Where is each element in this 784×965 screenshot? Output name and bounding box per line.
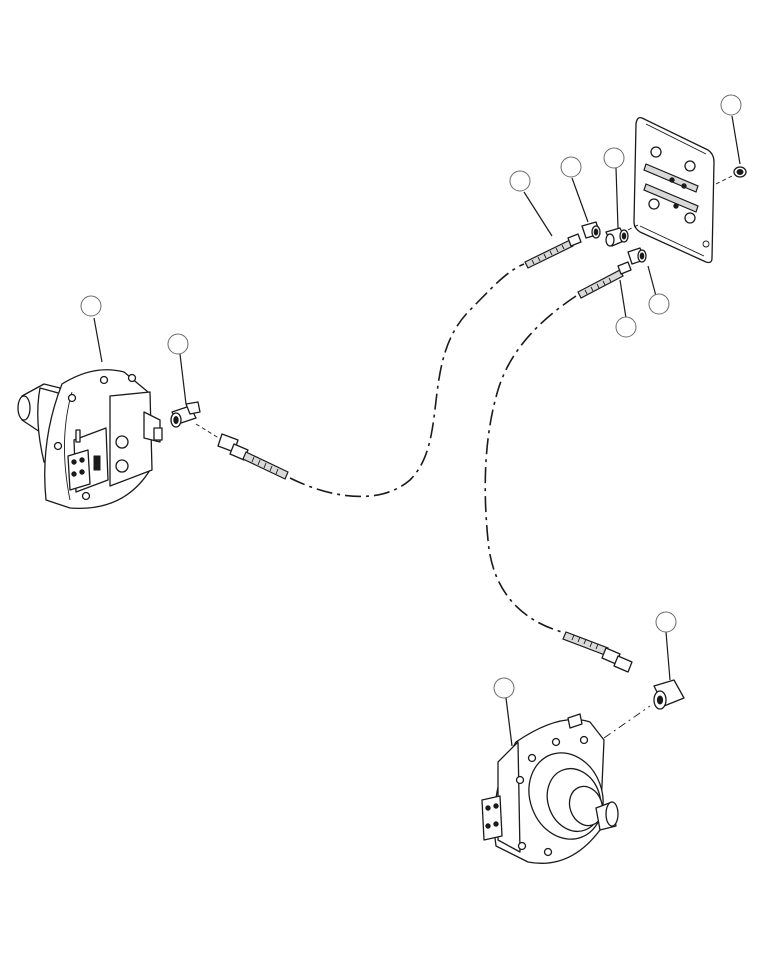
elbow-fitting-upper <box>581 221 601 239</box>
tee-fitting <box>605 227 629 247</box>
motor-right <box>481 713 619 864</box>
callout-2 <box>167 333 189 355</box>
callout-3 <box>509 170 531 192</box>
callout-1 <box>80 295 102 317</box>
hose-line-1 <box>289 263 525 498</box>
callout-leaders <box>93 115 741 747</box>
callout-9 <box>655 611 677 633</box>
callout-8 <box>615 316 637 338</box>
elbow-fitting-left <box>170 401 201 428</box>
adapter-fitting-lower <box>627 247 647 265</box>
hose-end-lower <box>562 631 633 673</box>
callout-6 <box>720 94 742 116</box>
hose-end-upper-2 <box>577 261 632 299</box>
callout-10 <box>493 677 515 699</box>
mounting-plate <box>633 116 715 264</box>
motor-left <box>17 369 163 509</box>
callout-5 <box>603 147 625 169</box>
callout-7 <box>648 293 670 315</box>
callout-4 <box>560 156 582 178</box>
hose-end-left <box>217 433 289 480</box>
elbow-fitting-right <box>653 679 685 710</box>
plug-nut <box>733 166 747 178</box>
hose-line-2 <box>484 295 577 633</box>
hose-end-upper-1 <box>524 233 582 269</box>
